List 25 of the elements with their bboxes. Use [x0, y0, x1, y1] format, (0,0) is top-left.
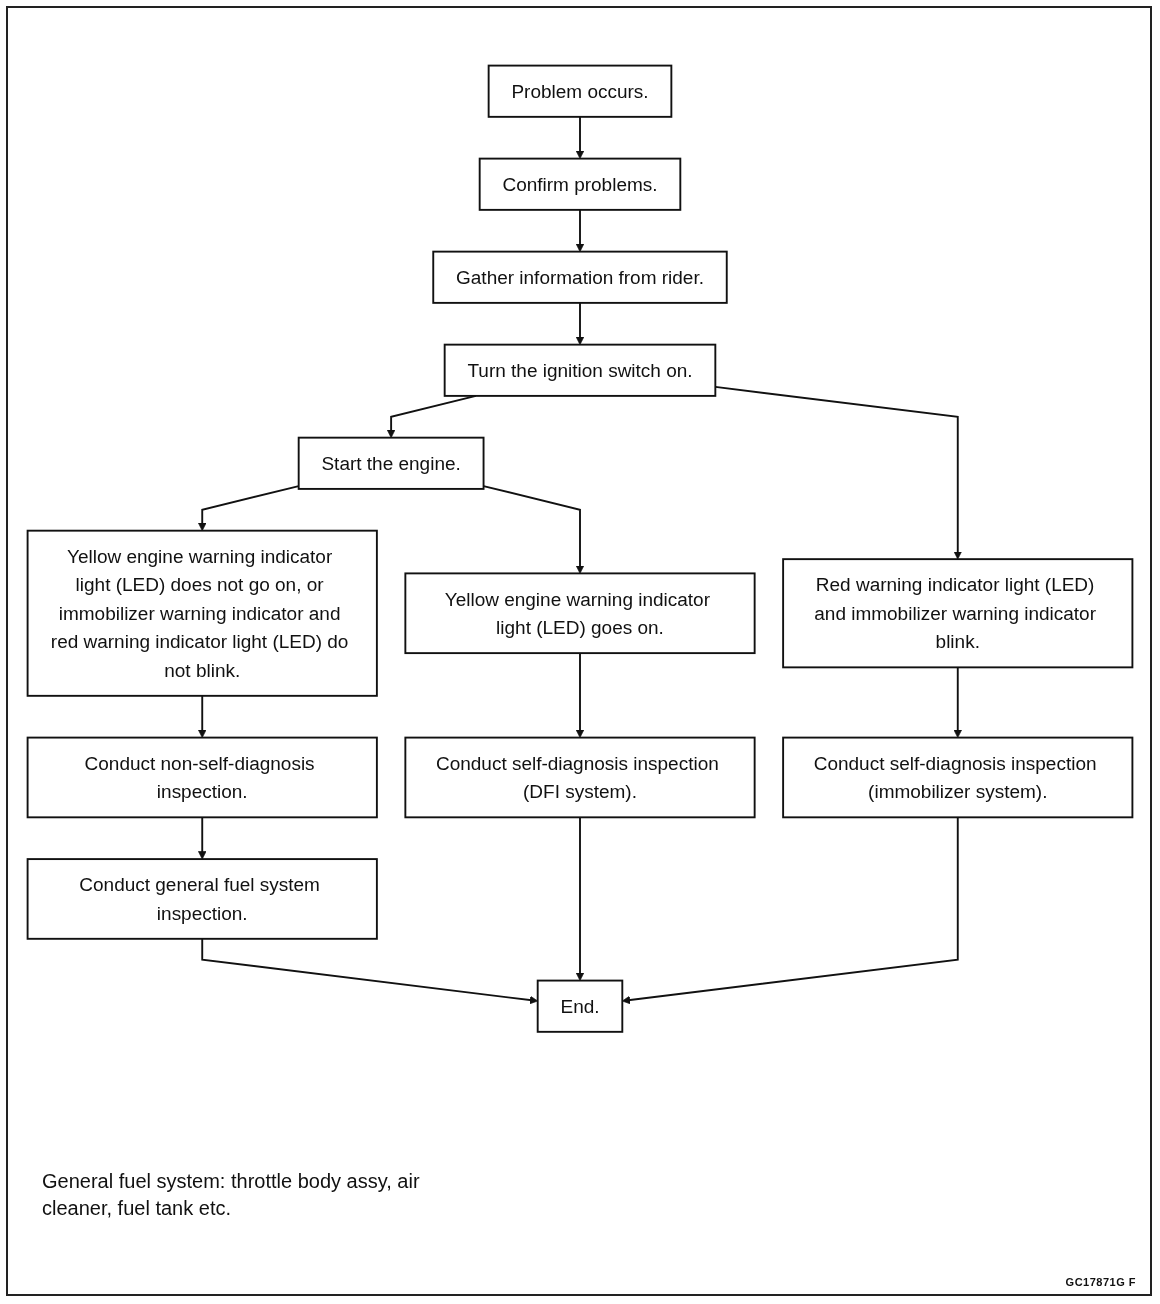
node-box — [26, 858, 378, 940]
arrow — [575, 301, 585, 345]
node-box — [297, 436, 485, 490]
node-box — [487, 64, 673, 118]
node-box — [404, 736, 756, 819]
node-box — [536, 979, 624, 1033]
node-box — [26, 529, 378, 697]
arrow — [198, 816, 207, 860]
arrow — [575, 652, 585, 738]
node-box — [443, 343, 717, 397]
arrow — [575, 115, 585, 159]
arrow — [198, 694, 207, 738]
node-box — [432, 250, 728, 304]
arrow — [953, 666, 962, 738]
node-box — [782, 736, 1134, 819]
node-box — [404, 572, 756, 655]
figure-code: GC17871G F — [1065, 1276, 1136, 1288]
arrow — [575, 816, 585, 981]
figure-border: Problem occurs. Confirm problems. Gather information from rider. Turn the ignition switch on. Start the engine. Yellow engine warning indicator light (LED) does not go on, or immobilizer warning indicator and red warning indicator light (LED) do not blink. Yellow engine warning indicator light (LED) goes on. Red warning indicator light (LED) and immobilizer warning indicator blink. Conduct non-self-diagnosis inspection. Conduct self-diagnosis inspection (DFI system). Conduct self-diagnosis inspection (immobilizer system). Conduct general fuel system inspection. End. General fuel system: throttle body assy, air cleaner, fuel tank etc. GC17871G F — [6, 6, 1152, 1296]
arrow — [575, 208, 585, 252]
node-box — [478, 157, 682, 211]
arrow — [482, 485, 585, 574]
node-box — [26, 736, 378, 819]
node-box — [782, 558, 1134, 669]
note-text: General fuel system: throttle body assy, air cleaner, fuel tank etc. — [42, 1169, 421, 1221]
